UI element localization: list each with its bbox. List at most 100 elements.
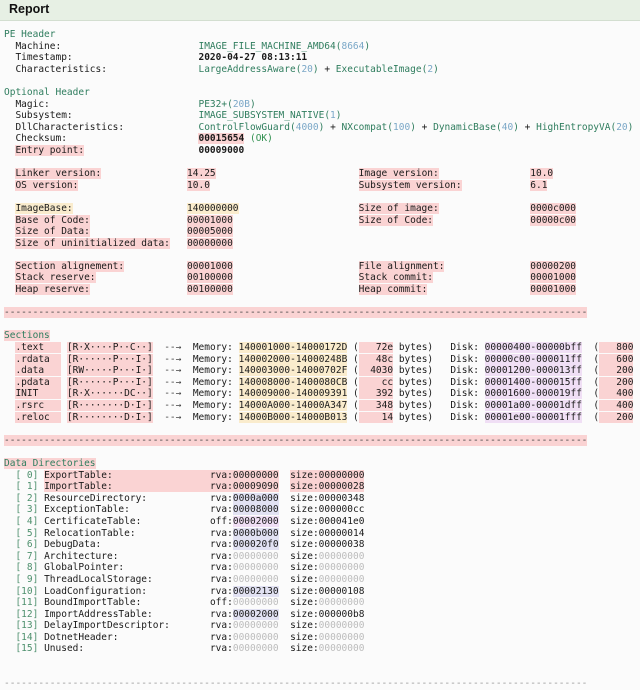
image-layout-field-label: Size of Code: <box>358 214 434 226</box>
optional-header-row: Checksum: 00015654 (OK) <box>0 133 640 145</box>
directory-size-value: 00000000 <box>318 643 365 655</box>
data-directory-row: [12] ImportAddressTable: rva:00002000 si… <box>0 608 640 621</box>
section-row: .pdata [R······P···I·] --→ Memory: 14000… <box>0 376 640 389</box>
version-field-value: 10.0 <box>530 168 554 180</box>
directory-rva-value: 00002000 <box>232 515 279 527</box>
directory-name: DelayImportDescriptor: <box>44 620 210 632</box>
data-directory-row: [ 2] ResourceDirectory: rva:0000a000 siz… <box>0 492 640 505</box>
directory-kind-label: rva: <box>209 527 233 539</box>
section-arrow-icon: --→ <box>164 365 182 377</box>
directory-kind-label: rva: <box>209 585 233 597</box>
memory-label: Memory: <box>192 411 233 423</box>
optional-header-row: Entry point: 00009000 <box>0 144 640 157</box>
directory-rva-value: 000020f0 <box>232 539 279 551</box>
directory-index: [ 2] <box>15 492 39 504</box>
two-column-row: Stack reserve: 00100000 Stack commit: 00… <box>0 272 640 284</box>
image-layout-field-value: 00005000 <box>187 226 233 238</box>
two-column-row: Size of uninitialized data: 00000000 <box>0 237 640 250</box>
directory-size-value: 00000038 <box>318 539 365 551</box>
directory-name: BoundImportTable: <box>44 597 210 609</box>
window-title-bar: Report <box>0 0 640 21</box>
version-field-label: OS version: <box>15 179 79 191</box>
directory-rva-value: 00009090 <box>232 481 279 493</box>
section-disk-size: 400 <box>599 400 634 411</box>
data-directory-row: [13] DelayImportDescriptor: rva:00000000… <box>0 620 640 632</box>
bytes-label: bytes) <box>393 342 434 354</box>
flag-name: ControlFlowGuard <box>198 121 290 133</box>
pe-header-row: Characteristics: LargeAddressAware(20) +… <box>4 63 439 75</box>
section-name: .rsrc <box>15 400 62 411</box>
two-column-row: Size of Data: 00005000 <box>0 226 640 238</box>
field-value: 2020-04-27 08:13:11 <box>198 52 308 64</box>
directory-index: [ 4] <box>15 515 39 527</box>
two-column-row: OS version: 10.0 Subsystem version: 6.1 <box>0 179 640 192</box>
field-value-2-code: 2 <box>427 63 434 75</box>
section-row: .text [R·X····P··C··] --→ Memory: 140001… <box>0 342 640 354</box>
alignment-field-label: Section alignement: <box>15 260 125 272</box>
field-value: IMAGE_FILE_MACHINE_AMD64 <box>198 40 336 52</box>
field-separator: + <box>318 63 336 75</box>
directory-rva-value: 00000000 <box>232 643 279 655</box>
directory-size-value: 00000000 <box>318 631 365 643</box>
data-directory-row: [ 1] ImportTable: rva:00009090 size:0000… <box>0 481 640 493</box>
section-flags: [R······P···I·] <box>66 376 153 388</box>
directory-kind-label: rva: <box>209 539 233 551</box>
flag-name: DynamicBase <box>433 121 497 133</box>
section-disk-size: 400 <box>599 388 634 400</box>
bytes-label: bytes) <box>633 377 640 388</box>
data-directory-row: [15] Unused: rva:00000000 size:00000000 <box>0 643 640 655</box>
sections-group-label: Sections <box>4 330 50 342</box>
data-directory-row: [ 0] ExportTable: rva:00000000 size:0000… <box>0 469 640 482</box>
pe-header-row: Timestamp: 2020-04-27 08:13:11 <box>0 52 640 64</box>
optional-header-row: Magic: PE32+(20B) <box>4 98 256 110</box>
directory-rva-value: 00008000 <box>232 504 279 516</box>
section-row: .rsrc [R········D·I·] --→ Memory: 14000A… <box>0 400 640 412</box>
section-memory-end: 1400080CB <box>295 376 348 388</box>
section-disk-end: 00001fff <box>536 411 582 423</box>
section-arrow-icon: --→ <box>164 353 182 365</box>
field-label: Characteristics: <box>4 63 199 75</box>
directory-rva-value: 00000000 <box>232 469 279 481</box>
alignment-field-label: Heap commit: <box>358 284 428 296</box>
directory-rva-value: 0000a000 <box>232 492 279 504</box>
alignment-field-value: 00001000 <box>530 284 577 296</box>
alignment-field-value: 00100000 <box>187 272 233 284</box>
directory-size-label: size: <box>290 481 319 493</box>
data-directory-row: [ 9] ThreadLocalStorage: rva:00000000 si… <box>0 574 640 586</box>
separator-middle: ----------------------------------------… <box>0 434 640 447</box>
section-memory-end: 14000248B <box>295 353 348 365</box>
section-memory-size: 48c <box>358 353 394 365</box>
alignment-field-label: Stack reserve: <box>15 272 96 284</box>
section-arrow-icon: --→ <box>164 342 182 354</box>
section-name: .rdata <box>15 353 62 365</box>
directory-size-label: size: <box>290 515 319 527</box>
section-name: INIT <box>15 388 62 400</box>
field-label: Magic: <box>4 98 199 110</box>
directory-name: GlobalPointer: <box>44 562 210 574</box>
bytes-label: bytes) <box>393 411 434 423</box>
section-flags: [RW·····P···I·] <box>66 365 153 377</box>
section-row: INIT [R·X······DC··] --→ Memory: 1400090… <box>0 388 640 400</box>
image-layout-field-label: Size of image: <box>358 202 439 214</box>
data-directories-group: Data Directories <box>0 457 640 470</box>
section-disk-end: 00001dff <box>536 400 582 411</box>
field-value: 00015654 <box>198 133 245 145</box>
alignment-field-label: File alignment: <box>358 260 445 272</box>
section-disk-start: 00001a00 <box>484 400 531 411</box>
directory-name: DotnetHeader: <box>44 631 210 643</box>
image-layout-field-value: 00001000 <box>187 214 233 226</box>
section-memory-start: 140003000 <box>238 365 291 377</box>
flag-name: NXcompat <box>341 121 388 133</box>
directory-name: ImportAddressTable: <box>44 608 210 620</box>
section-arrow-icon: --→ <box>164 388 182 400</box>
data-directory-row: [ 8] GlobalPointer: rva:00000000 size:00… <box>0 562 640 574</box>
bytes-label: bytes) <box>633 388 640 399</box>
directory-size-label: size: <box>290 631 319 643</box>
directory-size-label: size: <box>290 573 319 585</box>
two-column-row: Section alignement: 00001000 File alignm… <box>0 260 640 273</box>
directory-kind-label: rva: <box>209 631 233 643</box>
checksum-status: (OK) <box>249 133 273 145</box>
disk-label: Disk: <box>450 365 479 377</box>
section-memory-size: 4030 <box>358 365 394 377</box>
version-field-value: 14.25 <box>187 168 216 180</box>
